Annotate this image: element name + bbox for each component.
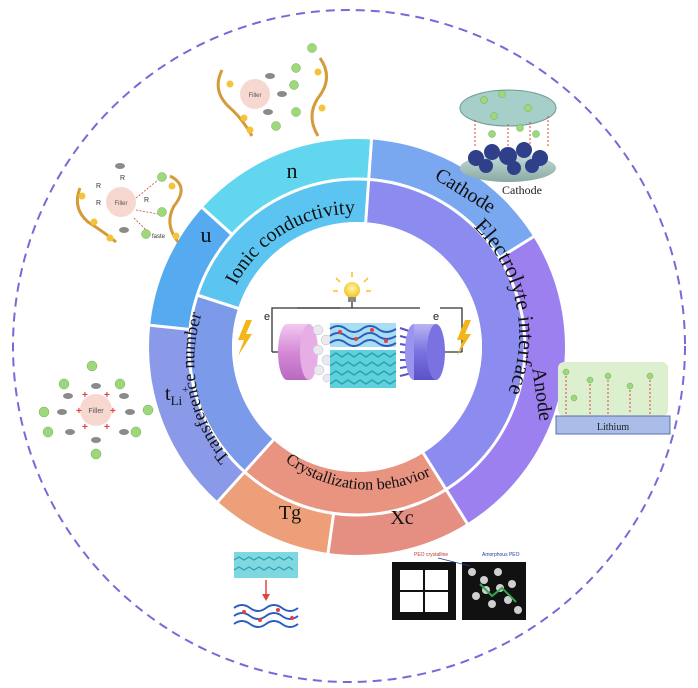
outer-ring: [149, 139, 565, 555]
r-label-2: R: [96, 200, 101, 207]
filler-label-2: Filler: [115, 201, 128, 207]
svg-text:+: +: [82, 422, 88, 433]
light-bulb-icon: [333, 272, 371, 302]
inner-segment-crystallization: [244, 439, 447, 516]
outer-divider-2: [498, 235, 535, 260]
faste-label: faste: [152, 234, 166, 240]
outer-label-u: u: [201, 222, 212, 247]
svg-text:+: +: [110, 406, 116, 417]
inner-segment-ionic: [197, 179, 369, 309]
tg-illustration: [233, 552, 299, 628]
inner-ring: [188, 179, 525, 516]
filler-illustration-tli: Filler +++ +++: [38, 360, 154, 460]
peo-amorphous-label: Amorphous PEO: [482, 552, 520, 558]
lightning-right-icon: [457, 320, 471, 356]
inner-segment-electrolyte: [365, 179, 525, 490]
outer-divider-4: [326, 513, 336, 554]
outer-label-n: n: [287, 158, 298, 183]
svg-text:+: +: [82, 390, 88, 401]
ring-separator: [187, 177, 527, 517]
outer-segment-xc: [328, 489, 468, 555]
r-label-3: R: [144, 197, 149, 204]
battery-illustration: e e: [238, 272, 471, 388]
svg-text:+: +: [76, 406, 82, 417]
outer-divider-7: [201, 206, 234, 236]
outer-segment-tg: [217, 471, 334, 553]
outer-label-xc: Xc: [390, 507, 413, 529]
cathode-caption: Cathode: [502, 183, 542, 197]
lightning-left-icon: [238, 320, 252, 356]
outer-segment-n: [202, 139, 372, 235]
inner-divider-2: [421, 452, 448, 491]
xc-illustration: PEO crystalline Amorphous PEO: [392, 552, 526, 620]
outer-divider-3: [444, 488, 469, 525]
lithium-caption: Lithium: [597, 422, 629, 433]
peo-crystalline-label: PEO crystalline: [414, 552, 448, 558]
outer-divider-1: [367, 139, 374, 180]
inner-divider-1: [364, 179, 371, 223]
outer-segment-anode: [446, 236, 565, 524]
outer-divider-6: [149, 323, 191, 331]
electron-label-right: e: [433, 311, 439, 323]
outer-label-tli: tLi+: [165, 383, 188, 408]
lithium-illustration: Lithium: [555, 362, 671, 435]
electron-label-left: e: [264, 311, 270, 323]
svg-text:+: +: [104, 422, 110, 433]
filler-label-1: Filler: [249, 93, 262, 99]
outer-segment-cathode: [368, 139, 534, 258]
r-label-4: R: [120, 175, 125, 182]
outer-segment-tli: [149, 325, 245, 502]
ring-dividers: [149, 139, 535, 554]
filler-label-3: Filler: [88, 408, 104, 415]
outer-divider-5: [216, 470, 246, 503]
cathode-illustration: Cathode: [459, 89, 557, 197]
inner-divider-4: [196, 293, 239, 310]
svg-text:+: +: [104, 390, 110, 401]
outer-segment-u: [150, 207, 233, 330]
outer-label-tg: Tg: [279, 502, 301, 524]
outer-dashed-circle: [12, 9, 686, 683]
filler-illustration-left: Filler R R R R faste: [75, 163, 183, 244]
filler-illustration-top: Filler: [216, 43, 328, 137]
inner-divider-3: [243, 438, 275, 473]
r-label-1: R: [96, 183, 101, 190]
